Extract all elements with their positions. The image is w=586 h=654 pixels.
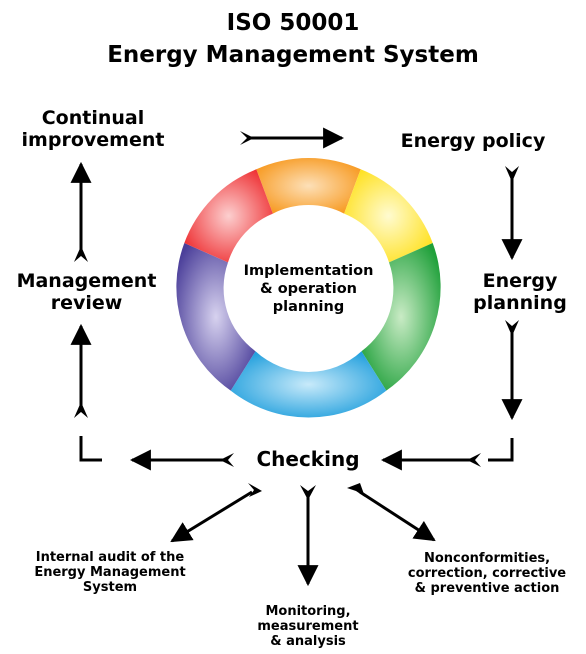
arrow-to-continual-improvement [70,161,92,262]
nonconformities-line3: & preventive action [414,581,560,596]
node-continual-improvement: Continual improvement [18,107,168,151]
energy-planning-line2: planning [473,292,567,314]
internal-audit-line2: Energy Management [34,565,186,580]
ring-segment-red [184,169,273,263]
cycle-center-line1: Implementation [243,263,374,279]
monitoring-line2: measurement [257,619,359,634]
output-nonconformities: Nonconformities, correction, corrective … [392,551,582,596]
nonconformities-line1: Nonconformities, [423,551,551,566]
diagram-title-line1: ISO 50001 [226,10,360,36]
node-energy-planning: Energy planning [455,270,585,314]
internal-audit-line3: System [82,580,138,595]
output-internal-audit: Internal audit of the Energy Management … [12,550,208,595]
energy-planning-line1: Energy [482,270,558,292]
arrow-to-energy-planning [501,166,523,261]
arrow-to-checking [380,320,523,471]
nonconformities-line2: correction, corrective [407,566,567,581]
cycle-center-label: Implementation & operation planning [228,262,389,316]
arrow-to-internal-audit [170,483,262,543]
arrow-to-monitoring [297,485,319,587]
arrow-to-management-review [70,323,234,471]
ring-segment-green [361,243,441,391]
ring-inner-hole [232,213,385,365]
continual-improvement-line2: improvement [21,129,165,151]
monitoring-line1: Monitoring, [265,604,351,619]
node-checking: Checking [256,447,360,471]
node-management-review: Management review [4,270,169,314]
ring-segment-blue [230,351,387,418]
arrow-to-energy-policy [240,127,345,149]
node-energy-policy: Energy policy [400,130,546,152]
cycle-center-line2: & operation [260,281,357,297]
cycle-ring [176,157,441,418]
output-monitoring: Monitoring, measurement & analysis [233,604,383,649]
monitoring-line3: & analysis [270,634,346,649]
management-review-line2: review [50,292,123,314]
internal-audit-line1: Internal audit of the [35,550,185,565]
arrow-to-nonconformities [347,483,436,542]
ring-segment-orange [256,157,361,214]
cycle-center-line3: planning [272,299,345,315]
diagram-title-line2: Energy Management System [107,42,479,68]
ring-segment-yellow [344,169,433,263]
ring-segment-purple [176,243,256,391]
continual-improvement-line1: Continual [41,107,145,129]
management-review-line1: Management [16,270,157,292]
